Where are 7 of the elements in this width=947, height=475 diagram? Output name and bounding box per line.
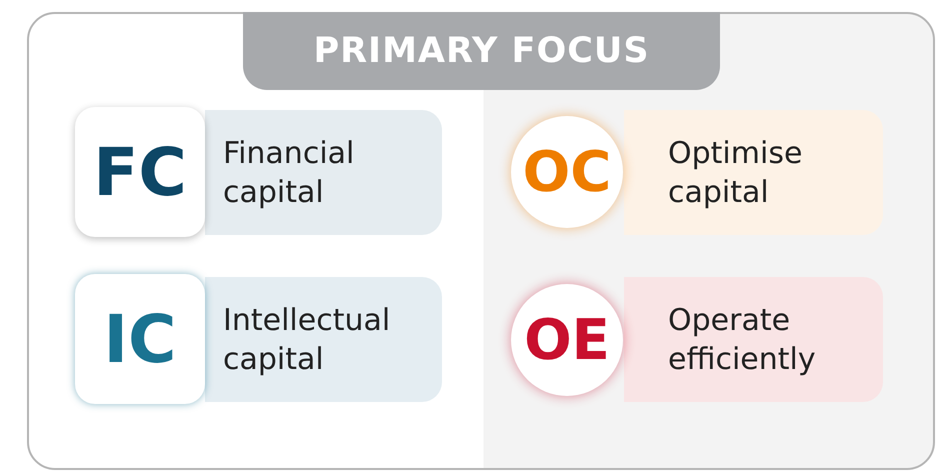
label-card: Financial capital	[205, 110, 442, 235]
abbreviation-badge: IC	[75, 274, 205, 404]
abbreviation-badge: FC	[75, 107, 205, 237]
label-card: Operate efficiently	[624, 277, 883, 402]
heading-tab: PRIMARY FOCUS	[243, 12, 720, 90]
label-card: Optimise capital	[624, 110, 883, 235]
label-card: Intellectual capital	[205, 277, 442, 402]
